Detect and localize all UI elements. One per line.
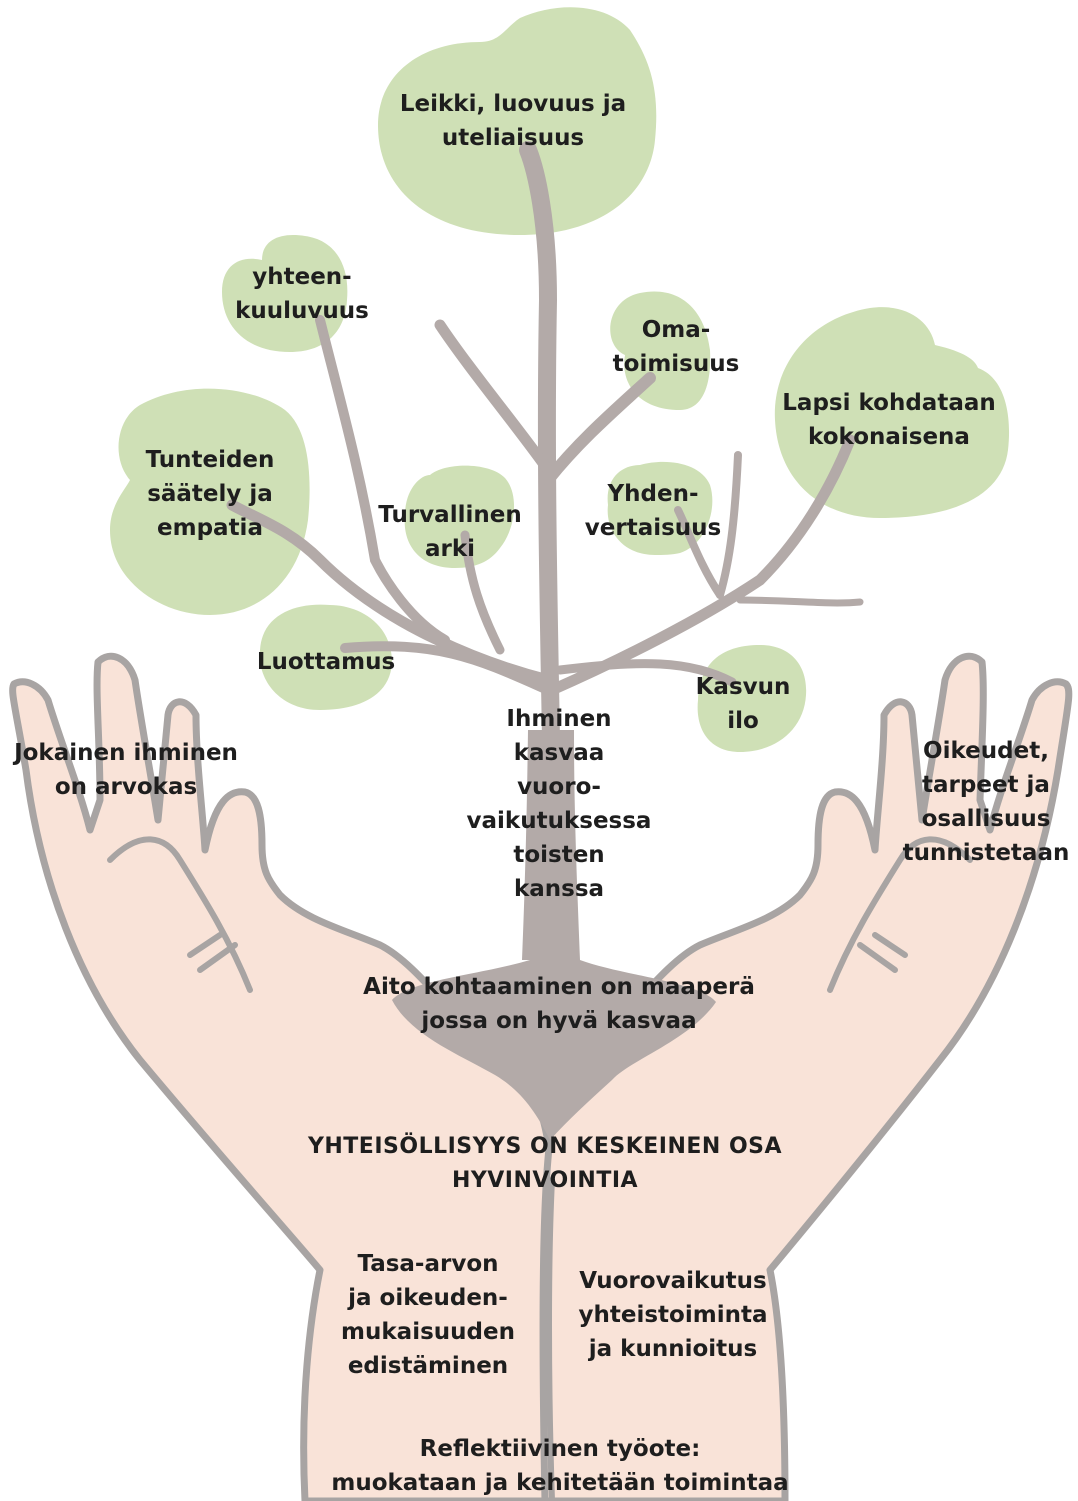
leaf-label-joy: Kasvun ilo bbox=[695, 674, 791, 734]
leaf-play bbox=[378, 7, 657, 235]
leaf-emotions bbox=[110, 388, 310, 615]
leaf-label-independence: Oma- toimisuus bbox=[612, 317, 740, 377]
leaf-label-whole-child: Lapsi kohdataan kokonaisena bbox=[782, 390, 996, 450]
leaf-label-trust: Luottamus bbox=[256, 649, 396, 675]
leaf-label-belonging: yhteen- kuuluvuus bbox=[235, 264, 369, 324]
tree bbox=[226, 141, 864, 1140]
leaf-label-play: Leikki, luovuus ja uteliaisuus bbox=[399, 91, 627, 151]
leaf-label-emotions: Tunteiden säätely ja empatia bbox=[145, 447, 275, 541]
leaf-joy bbox=[697, 645, 807, 752]
left-wrist-label: Tasa-arvon ja oikeuden- mukaisuuden edis… bbox=[341, 1251, 515, 1379]
bottom-label: Reflektiivinen työote: muokataan ja kehi… bbox=[331, 1436, 789, 1496]
tree-branches bbox=[226, 141, 864, 749]
tree-trunk bbox=[522, 730, 580, 960]
leaf-trust bbox=[259, 604, 392, 710]
trunk-label: Ihminen kasvaa vuoro- vaikutuksessa tois… bbox=[466, 706, 652, 902]
left-knuckle-lines bbox=[187, 932, 238, 973]
leaf-safe-daily bbox=[404, 465, 515, 568]
leaves bbox=[110, 7, 1010, 752]
right-knuckle-lines bbox=[857, 932, 908, 973]
leaf-label-equality: Yhden- vertaisuus bbox=[584, 481, 722, 541]
right-wrist-label: Vuorovaikutus yhteistoiminta ja kunnioit… bbox=[578, 1268, 768, 1362]
right-fingers-label: Oikeudet, tarpeet ja osallisuus tunniste… bbox=[902, 738, 1070, 866]
leaf-independence bbox=[610, 291, 711, 410]
hands bbox=[9, 652, 1073, 1501]
left-thumb-detail bbox=[107, 836, 253, 993]
community-label: YHTEISÖLLISYYS ON KESKEINEN OSA HYVINVOI… bbox=[307, 1134, 783, 1193]
leaf-label-safe-daily: Turvallinen arki bbox=[378, 502, 522, 562]
tree-soil bbox=[392, 960, 716, 1140]
right-thumb-detail bbox=[827, 836, 973, 993]
soil-label: Aito kohtaaminen on maaperä jossa on hyv… bbox=[363, 974, 755, 1034]
left-fingers-label: Jokainen ihminen on arvokas bbox=[14, 740, 238, 800]
wrist-gap bbox=[546, 1177, 555, 1501]
